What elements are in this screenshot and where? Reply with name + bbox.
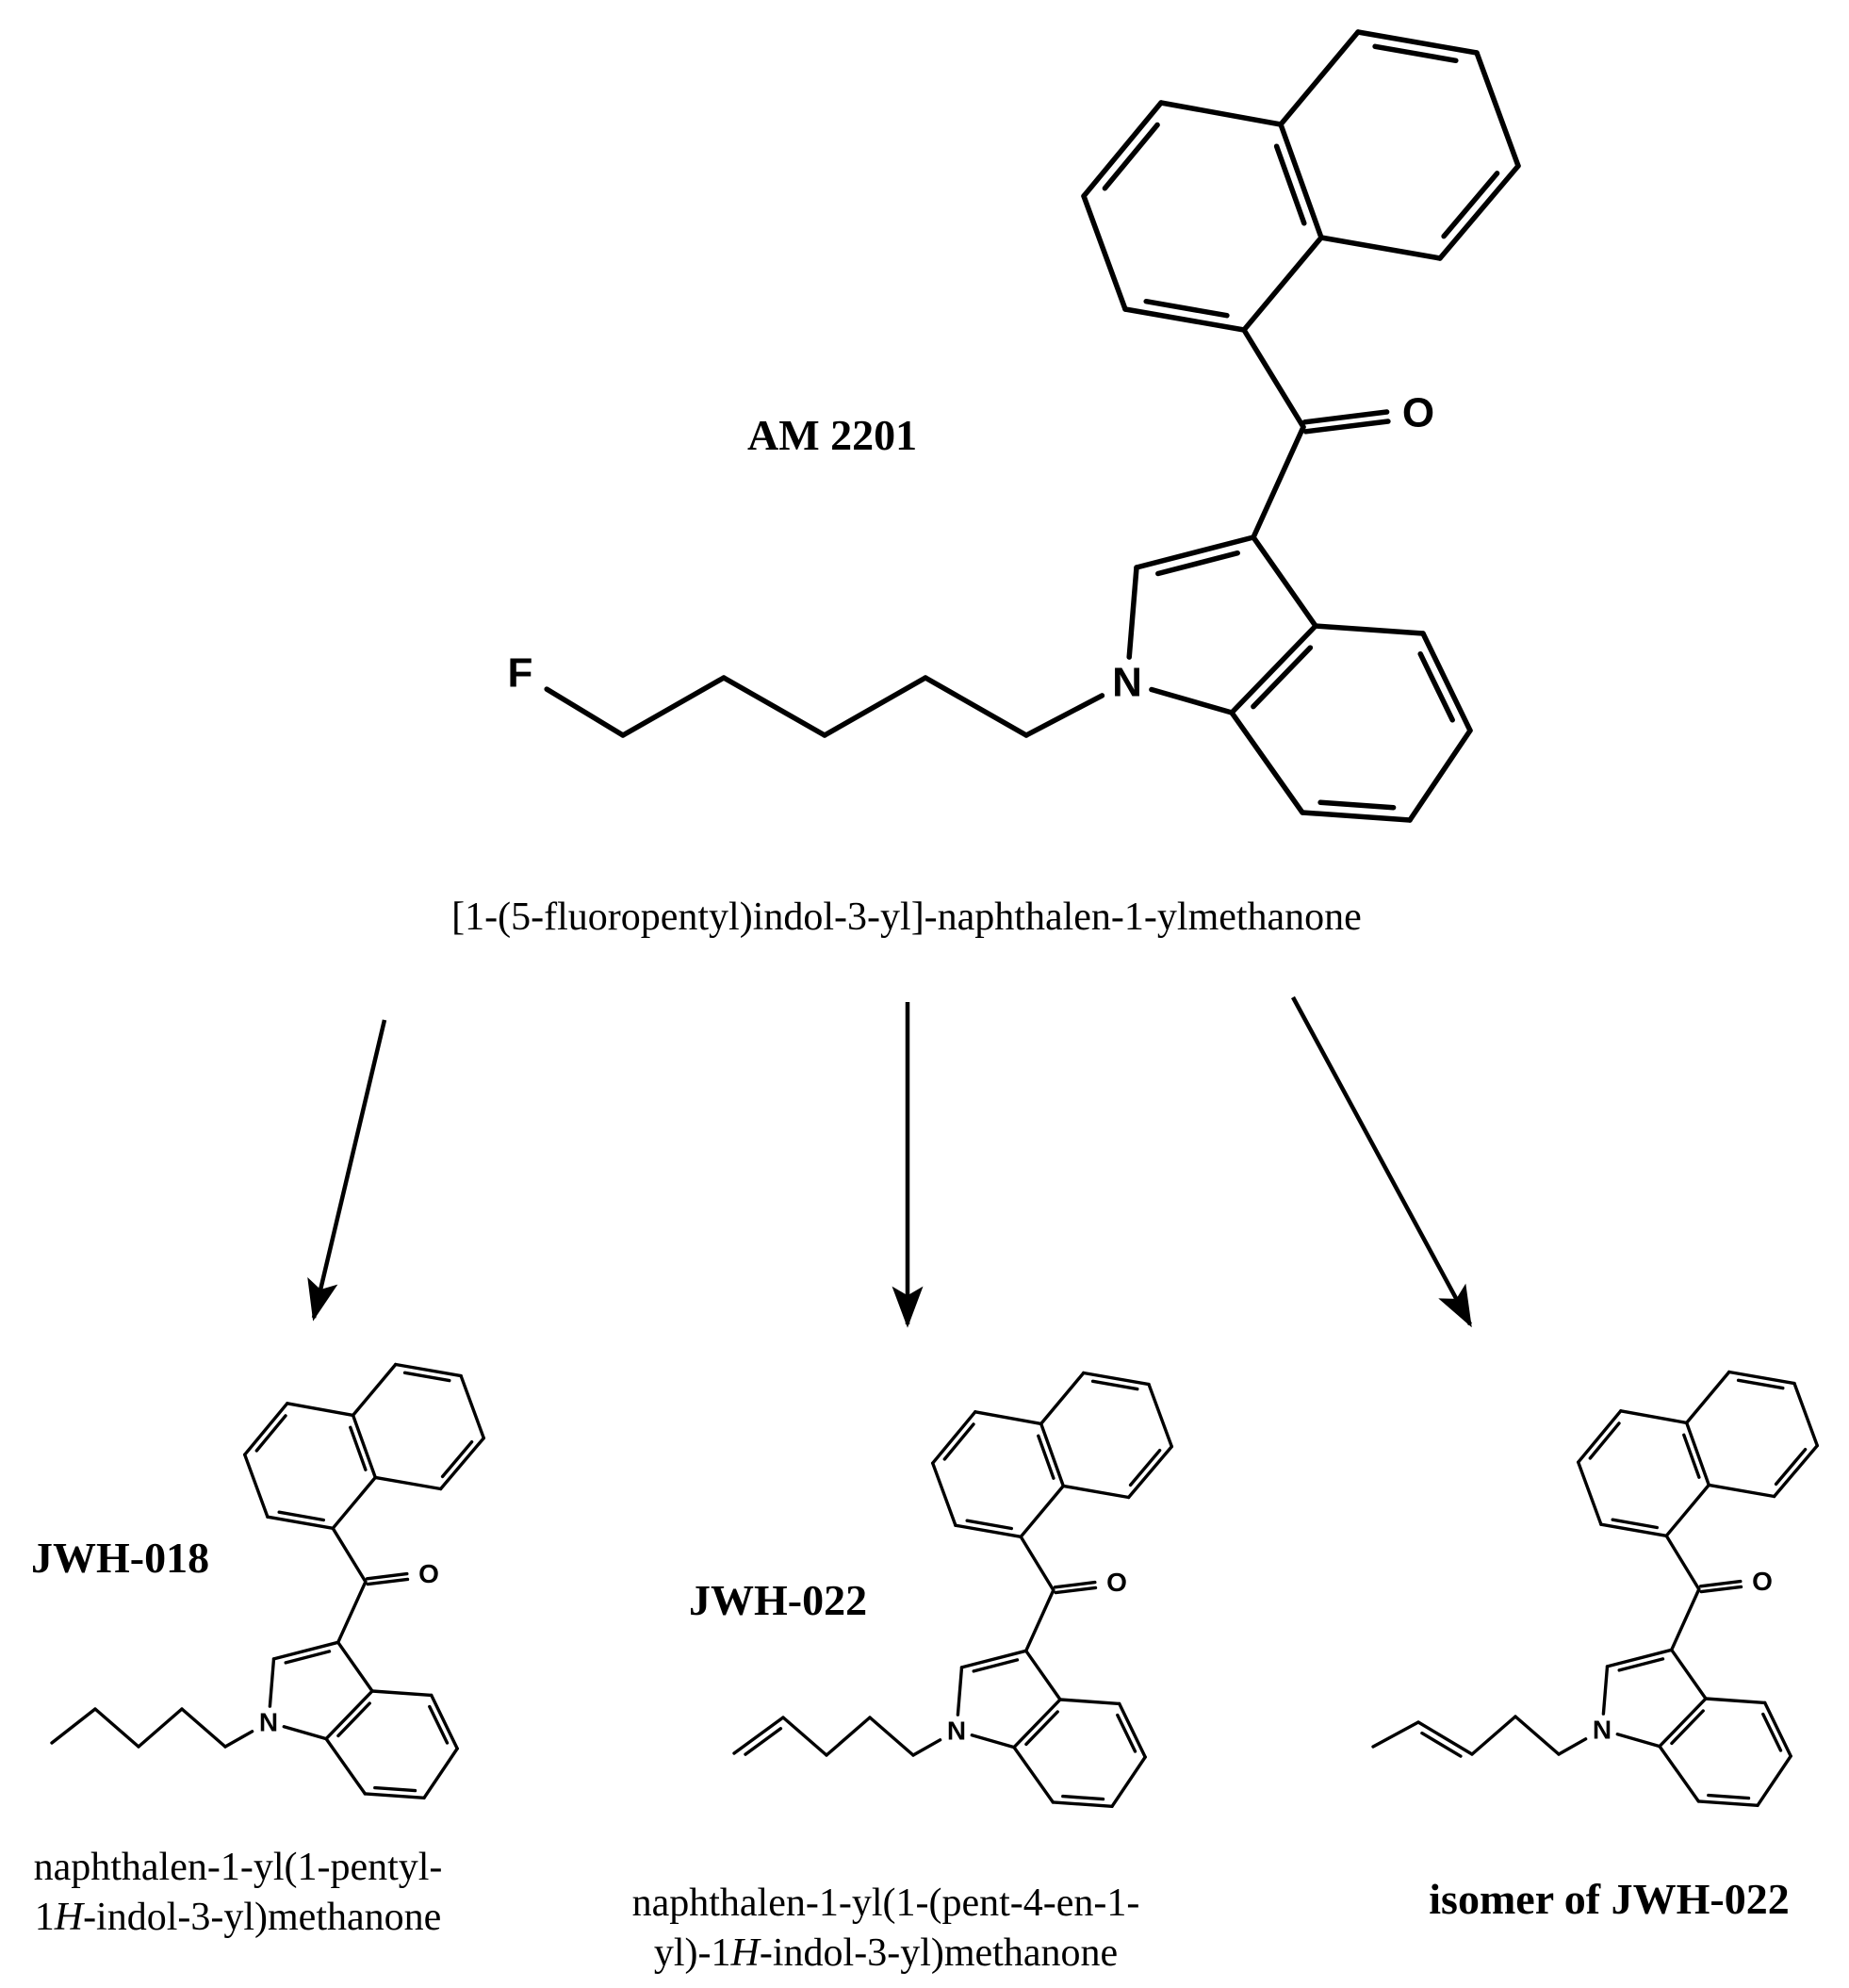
caption-jwh018-line2-pre: 1 (34, 1896, 55, 1940)
nitrogen-label: N (259, 1708, 278, 1737)
caption-jwh022-line1: naphthalen-1-yl(1-(pent-4-en-1- (631, 1881, 1140, 1925)
caption-am-2201: [1-(5-fluoropentyl)indol-3-yl]-naphthale… (451, 895, 1362, 939)
caption-jwh018-line2-italic: H (54, 1896, 84, 1940)
caption-jwh-018: naphthalen-1-yl(1-pentyl- 1H-indol-3-yl)… (0, 1843, 476, 1944)
oxygen-label: O (418, 1559, 439, 1588)
caption-jwh022-line2-pre: yl)-1 (653, 1931, 731, 1976)
caption-jwh018-line1: naphthalen-1-yl(1-pentyl- (33, 1846, 443, 1889)
caption-jwh022-line2-post: -indol-3-yl)methanone (759, 1931, 1119, 1976)
structure-jwh-018: NO (50, 1362, 485, 1800)
caption-jwh022-line2-italic: H (730, 1931, 760, 1976)
arrow-to-jwh-018 (307, 1019, 387, 1322)
label-jwh-018: JWH-018 (31, 1534, 210, 1582)
oxygen-label: O (1402, 390, 1434, 436)
structure-isomer-jwh-022: NO (1371, 1370, 1820, 1808)
nitrogen-label: N (1593, 1716, 1612, 1745)
fluorine-label: F (508, 650, 533, 697)
oxygen-label: O (1106, 1568, 1127, 1597)
structure-am-2201: N O F (508, 29, 1521, 823)
oxygen-label: O (1752, 1567, 1773, 1596)
label-am-2201: AM 2201 (747, 411, 918, 459)
nitrogen-label: N (1112, 660, 1142, 706)
nitrogen-label: N (947, 1717, 966, 1746)
label-jwh-022: JWH-022 (689, 1576, 868, 1624)
structure-jwh-022: NO (732, 1371, 1174, 1809)
reaction-arrows (307, 995, 1472, 1328)
caption-jwh018-line2-post: -indol-3-yl)methanone (83, 1896, 442, 1940)
arrow-to-isomer-jwh-022 (1291, 995, 1472, 1328)
label-isomer-jwh-022: isomer of JWH-022 (1429, 1875, 1790, 1923)
caption-jwh-022: naphthalen-1-yl(1-(pent-4-en-1- yl)-1H-i… (532, 1879, 1239, 1980)
